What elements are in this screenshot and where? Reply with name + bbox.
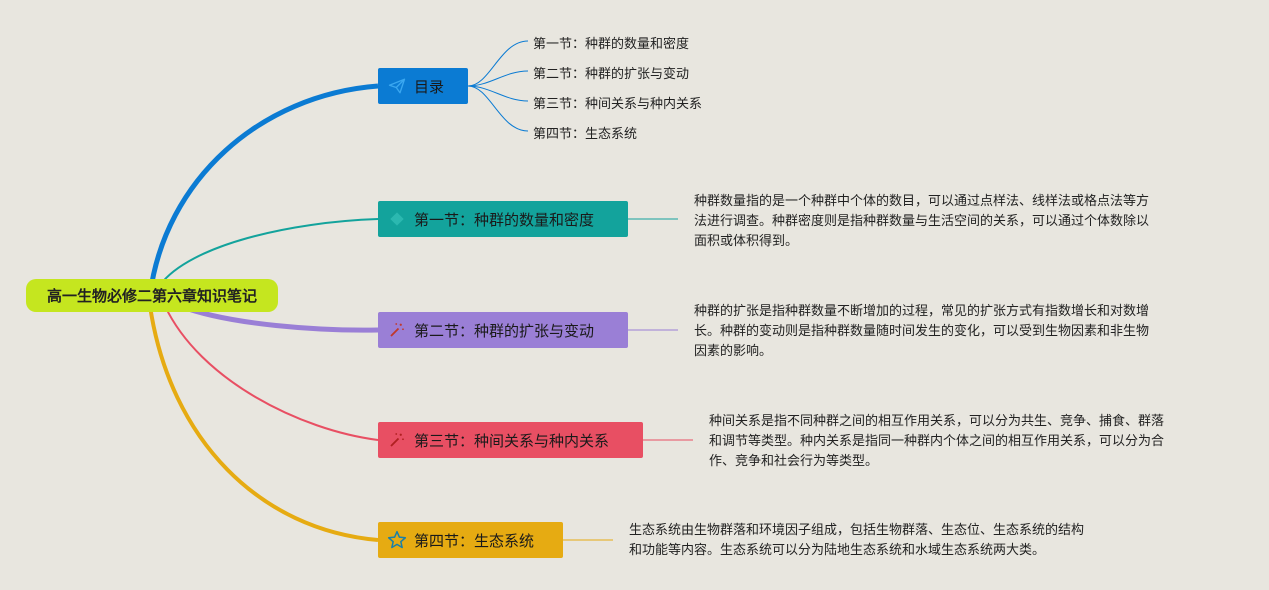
star-icon (386, 529, 408, 551)
note-line: 和功能等内容。生态系统可以分为陆地生态系统和水域生态系统两大类。 (629, 543, 1046, 558)
toc-item-3[interactable]: 第三节：种间关系与种内关系 (533, 97, 703, 112)
note-line: 因素的影响。 (694, 344, 773, 359)
note-line: 面积或体积得到。 (694, 234, 799, 249)
topic-section-2-label: 第二节：种群的扩张与变动 (414, 321, 595, 340)
note-section-3: 种间关系是指不同种群之间的相互作用关系，可以分为共生、竞争、捕食、群落 和调节等… (709, 412, 1209, 472)
edge-root-s4 (148, 305, 379, 542)
diamond-icon (386, 208, 408, 230)
topic-section-2[interactable]: 第二节：种群的扩张与变动 (378, 312, 628, 348)
edge-root-s1 (159, 218, 379, 286)
topic-section-1-label: 第一节：种群的数量和密度 (414, 210, 595, 229)
topic-toc[interactable]: 目录 (378, 68, 468, 104)
toc-item-2[interactable]: 第二节：种群的扩张与变动 (533, 67, 690, 82)
note-line: 长。种群的变动则是指种群数量随时间发生的变化，可以受到生物因素和非生物 (694, 324, 1150, 339)
root-topic[interactable]: 高一生物必修二第六章知识笔记 (26, 279, 278, 312)
note-line: 种群数量指的是一个种群中个体的数目，可以通过点样法、线样法或格点法等方 (694, 194, 1150, 209)
paper-plane-icon (386, 75, 408, 97)
note-line: 种间关系是指不同种群之间的相互作用关系，可以分为共生、竞争、捕食、群落 (709, 414, 1165, 429)
topic-section-3[interactable]: 第三节：种间关系与种内关系 (378, 422, 643, 458)
edge-root-s3 (164, 305, 379, 441)
edge-root-s2 (179, 303, 379, 333)
note-section-4: 生态系统由生物群落和环境因子组成，包括生物群落、生态位、生态系统的结构 和功能等… (629, 521, 1149, 561)
note-section-1: 种群数量指的是一个种群中个体的数目，可以通过点样法、线样法或格点法等方 法进行调… (694, 192, 1194, 252)
topic-section-1[interactable]: 第一节：种群的数量和密度 (378, 201, 628, 237)
note-section-2: 种群的扩张是指种群数量不断增加的过程，常见的扩张方式有指数增长和对数增 长。种群… (694, 302, 1194, 362)
topic-section-4[interactable]: 第四节：生态系统 (378, 522, 563, 558)
edge-toc-i3 (467, 85, 529, 102)
magic-wand-icon (386, 429, 408, 451)
note-line: 种群的扩张是指种群数量不断增加的过程，常见的扩张方式有指数增长和对数增 (694, 304, 1150, 319)
magic-wand-icon (386, 319, 408, 341)
edge-toc-i2 (467, 70, 529, 87)
note-line: 生态系统由生物群落和环境因子组成，包括生物群落、生态位、生态系统的结构 (629, 523, 1085, 538)
toc-item-4[interactable]: 第四节：生态系统 (533, 127, 638, 142)
edge-toc-i4 (467, 85, 529, 132)
note-line: 作、竞争和社会行为等类型。 (709, 454, 879, 469)
note-line: 法进行调查。种群密度则是指种群数量与生活空间的关系，可以通过个体数除以 (694, 214, 1150, 229)
toc-item-1[interactable]: 第一节：种群的数量和密度 (533, 37, 690, 52)
note-line: 和调节等类型。种内关系是指同一种群内个体之间的相互作用关系，可以分为合 (709, 434, 1165, 449)
edge-toc-i1 (467, 40, 529, 87)
topic-section-3-label: 第三节：种间关系与种内关系 (414, 431, 610, 450)
root-title: 高一生物必修二第六章知识笔记 (46, 287, 257, 305)
topic-toc-label: 目录 (414, 77, 445, 96)
edge-root-toc (147, 83, 379, 296)
topic-section-4-label: 第四节：生态系统 (414, 531, 535, 550)
